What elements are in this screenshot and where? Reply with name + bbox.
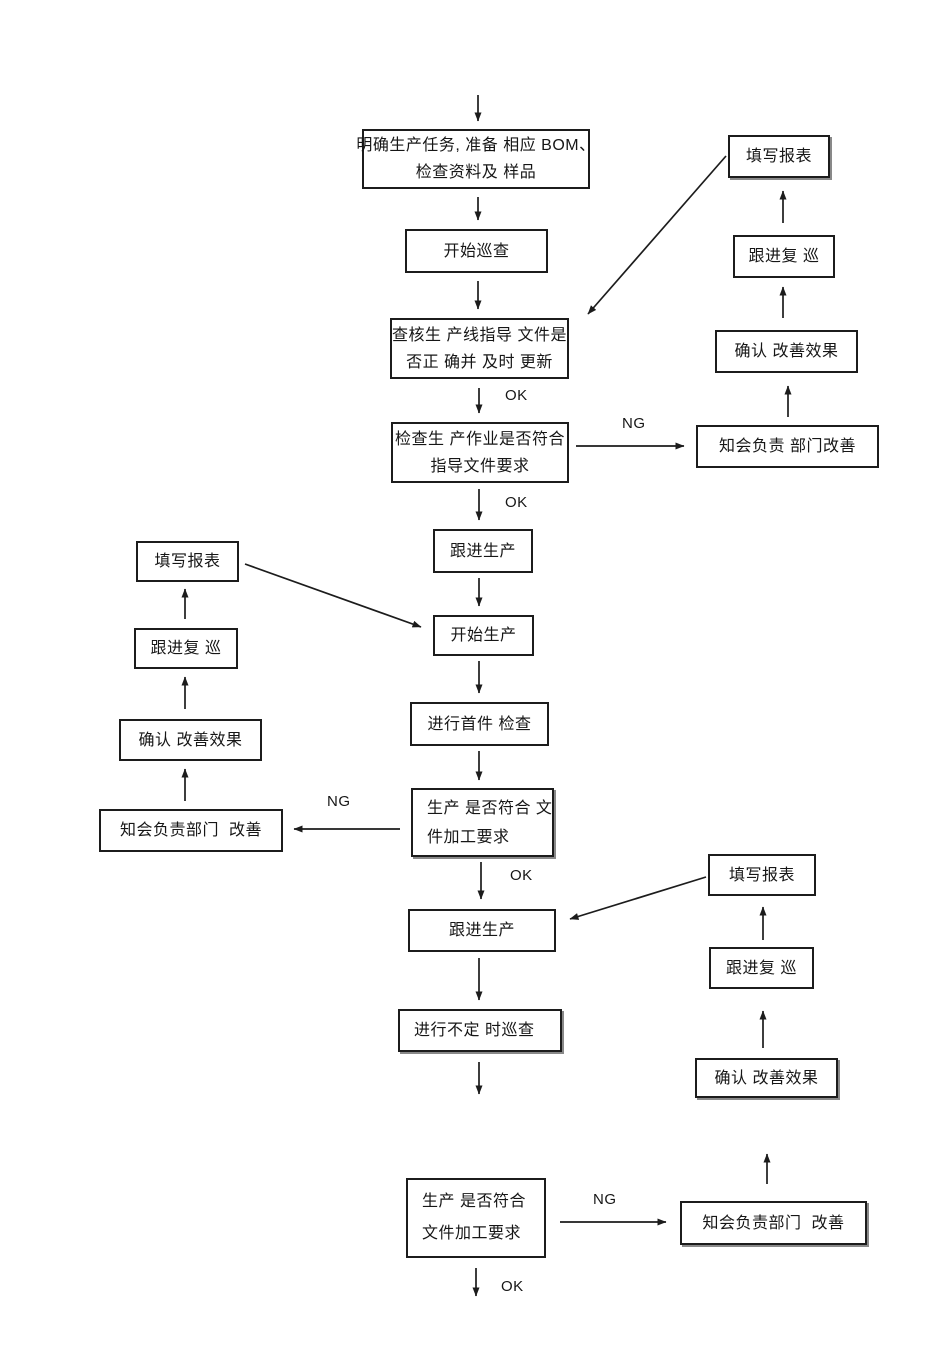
node-text: 知会负责部门 改善	[120, 822, 262, 839]
node-text: 检查生 产作业是否符合	[395, 430, 565, 448]
node-follow-production-2: 跟进生产	[408, 909, 556, 952]
node-text: 进行首件 检查	[427, 715, 532, 733]
node-production-conform-2: 生产 是否符合 文件加工要求	[406, 1178, 546, 1258]
node-text: 进行不定 时巡查	[414, 1022, 535, 1039]
node-right2-fill-report: 填写报表	[708, 854, 816, 896]
node-start-patrol: 开始巡查	[405, 229, 548, 273]
node-follow-production-1: 跟进生产	[433, 529, 533, 573]
label-ok-3: OK	[510, 867, 533, 884]
node-check-line-guidance-docs: 查核生 产线指导 文件是 否正 确并 及时 更新	[390, 318, 569, 379]
label-ok-4: OK	[501, 1278, 524, 1295]
node-check-operations-conform: 检查生 产作业是否符合 指导文件要求	[391, 422, 569, 483]
node-left-follow-repatrol: 跟进复 巡	[134, 628, 238, 669]
node-text: 知会负责部门 改善	[702, 1214, 845, 1232]
node-text: 跟进生产	[449, 542, 516, 560]
node-left-fill-report: 填写报表	[136, 541, 239, 582]
node-text: 填写报表	[745, 148, 812, 165]
label-ok-2: OK	[505, 494, 528, 511]
node-random-time-patrol: 进行不定 时巡查	[398, 1009, 562, 1052]
label-ok-1: OK	[505, 387, 528, 404]
arrow-fillreport-right2-to-follow2	[569, 876, 707, 920]
node-text: 跟进复 巡	[748, 248, 820, 265]
node-text: 填写报表	[154, 553, 221, 570]
label-ng-2: NG	[327, 793, 351, 810]
arrow-fillreport-left-to-startprod	[244, 563, 422, 628]
label-ng-3: NG	[593, 1191, 617, 1208]
node-right2-confirm-improvement: 确认 改善效果	[695, 1058, 838, 1098]
node-text: 查核生 产线指导 文件是	[392, 326, 567, 344]
node-prepare-production-task: 明确生产任务, 准备 相应 BOM、 检查资料及 样品	[356, 129, 595, 189]
label-ng-1: NG	[622, 415, 646, 432]
node-text: 开始巡查	[443, 242, 510, 260]
node-text: 确认 改善效果	[714, 1069, 819, 1087]
node-left-confirm-improvement: 确认 改善效果	[119, 719, 262, 761]
node-text: 指导文件要求	[430, 457, 530, 475]
node-text: 生产 是否符合 文	[427, 799, 553, 817]
node-text: 文件加工要求	[422, 1225, 522, 1242]
node-text: 跟进复 巡	[150, 640, 222, 657]
node-text: 知会负责 部门改善	[719, 438, 856, 455]
node-text: 确认 改善效果	[734, 343, 839, 360]
node-right1-notify-responsible-dept: 知会负责 部门改善	[696, 425, 879, 468]
node-right1-fill-report: 填写报表	[728, 135, 830, 178]
node-right1-follow-repatrol: 跟进复 巡	[733, 235, 835, 278]
node-text: 明确生产任务, 准备 相应 BOM、	[356, 137, 596, 154]
node-text: 确认 改善效果	[138, 731, 243, 749]
node-text: 否正 确并 及时 更新	[406, 353, 553, 371]
node-text: 件加工要求	[427, 828, 510, 846]
arrow-fillreport-right1-to-checkdocs	[587, 155, 727, 315]
node-text: 开始生产	[450, 627, 517, 644]
node-text: 填写报表	[728, 866, 795, 884]
node-text: 跟进复 巡	[726, 959, 797, 977]
node-first-article-inspection: 进行首件 检查	[410, 702, 549, 746]
node-start-production: 开始生产	[433, 615, 534, 656]
node-production-conform-1: 生产 是否符合 文 件加工要求	[411, 788, 554, 857]
node-text: 跟进生产	[448, 922, 515, 939]
node-text: 生产 是否符合	[422, 1193, 526, 1210]
node-right1-confirm-improvement: 确认 改善效果	[715, 330, 858, 373]
node-text: 检查资料及 样品	[415, 164, 537, 181]
node-right2-notify-responsible-dept: 知会负责部门 改善	[680, 1201, 867, 1245]
node-right2-follow-repatrol: 跟进复 巡	[709, 947, 814, 989]
node-left-notify-responsible-dept: 知会负责部门 改善	[99, 809, 283, 852]
